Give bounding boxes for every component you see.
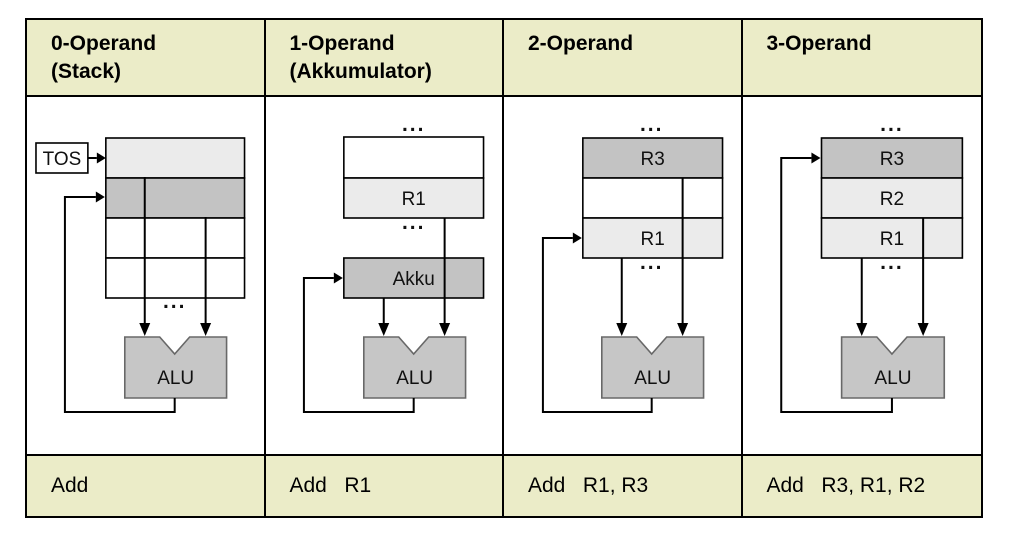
r1-label: R1 <box>641 229 665 250</box>
register-cell-r1 <box>820 217 963 259</box>
alu-label: ALU <box>157 368 194 389</box>
instruction-3-operand: Add R3, R1, R2 <box>742 456 981 516</box>
r2-label: R2 <box>879 189 903 210</box>
akkumulator-architecture-diagram: ... R1 ... Akku ALU <box>302 113 484 413</box>
ellipsis: ... <box>880 113 904 136</box>
tos-arrowhead-icon <box>96 152 106 164</box>
arrowhead-icon <box>855 323 867 336</box>
arrowhead-icon <box>438 323 450 336</box>
diagram-1-operand-akkumulator: ... R1 ... Akku ALU <box>265 97 504 456</box>
r3-label: R3 <box>641 149 665 170</box>
arrowhead-icon <box>677 323 689 336</box>
stack-cell-top <box>105 137 246 179</box>
tos-pointer-box <box>35 142 89 174</box>
arrowhead-icon <box>333 272 343 284</box>
alu-label: ALU <box>874 368 911 389</box>
column-header-1-operand: 1-Operand (Akkumulator) <box>265 20 504 97</box>
diagram-0-operand-stack: TOS ... ALU <box>27 97 266 456</box>
arrowhead-icon <box>616 323 628 336</box>
arrowhead-icon <box>810 152 820 164</box>
result-feedback-wire <box>63 196 176 413</box>
result-feedback-wire <box>779 157 893 413</box>
register-cell-empty <box>342 136 484 179</box>
architecture-comparison-table: 0-Operand (Stack) 1-Operand (Akkumulator… <box>25 18 983 518</box>
arrowhead-icon <box>139 323 151 336</box>
alu-box <box>362 336 466 399</box>
register-cell-r3 <box>820 137 963 179</box>
register-cell-r2 <box>820 177 963 219</box>
alu-box <box>840 336 945 399</box>
register-cell-r3 <box>582 137 724 179</box>
r1-label: R1 <box>879 229 903 250</box>
result-feedback-wire <box>302 277 415 413</box>
stack-cell-fourth <box>105 257 246 299</box>
akku-box <box>342 257 484 299</box>
stack-cell-second <box>105 177 246 219</box>
ellipsis: ... <box>401 113 424 136</box>
result-feedback-wire <box>541 237 653 413</box>
column-header-3-operand: 3-Operand <box>742 20 981 97</box>
alu-label: ALU <box>634 368 671 389</box>
instruction-0-operand: Add <box>27 456 266 516</box>
column-header-2-operand: 2-Operand <box>504 20 743 97</box>
ellipsis: ... <box>640 251 663 274</box>
register-cell-r1 <box>582 217 724 259</box>
register-cell-r1 <box>342 177 484 219</box>
instruction-1-operand: Add R1 <box>265 456 504 516</box>
three-operand-architecture-diagram: ... R3 R2 R1 ... ALU <box>779 113 963 413</box>
diagram-2-operand: ... R3 R1 ... ALU <box>504 97 743 456</box>
arrowhead-icon <box>917 323 929 336</box>
alu-label: ALU <box>396 368 433 389</box>
diagram-3-operand: ... R3 R2 R1 ... ALU <box>742 97 981 456</box>
column-header-0-operand: 0-Operand (Stack) <box>27 20 266 97</box>
tos-label: TOS <box>43 149 82 170</box>
r3-label: R3 <box>879 149 903 170</box>
ellipsis: ... <box>163 290 186 313</box>
ellipsis: ... <box>640 113 663 136</box>
ellipsis: ... <box>880 251 904 274</box>
instruction-2-operand: Add R1, R3 <box>504 456 743 516</box>
ellipsis: ... <box>401 211 424 234</box>
arrowhead-icon <box>95 191 105 203</box>
r1-label: R1 <box>401 189 425 210</box>
arrowhead-icon <box>377 323 389 336</box>
register-cell-empty <box>582 177 724 219</box>
alu-box <box>600 336 705 399</box>
alu-box <box>123 336 228 399</box>
arrowhead-icon <box>572 232 582 244</box>
two-operand-architecture-diagram: ... R3 R1 ... ALU <box>541 113 724 413</box>
arrowhead-icon <box>200 323 212 336</box>
stack-architecture-diagram: TOS ... ALU <box>35 137 246 413</box>
akku-label: Akku <box>392 269 434 290</box>
stack-cell-third <box>105 217 246 259</box>
